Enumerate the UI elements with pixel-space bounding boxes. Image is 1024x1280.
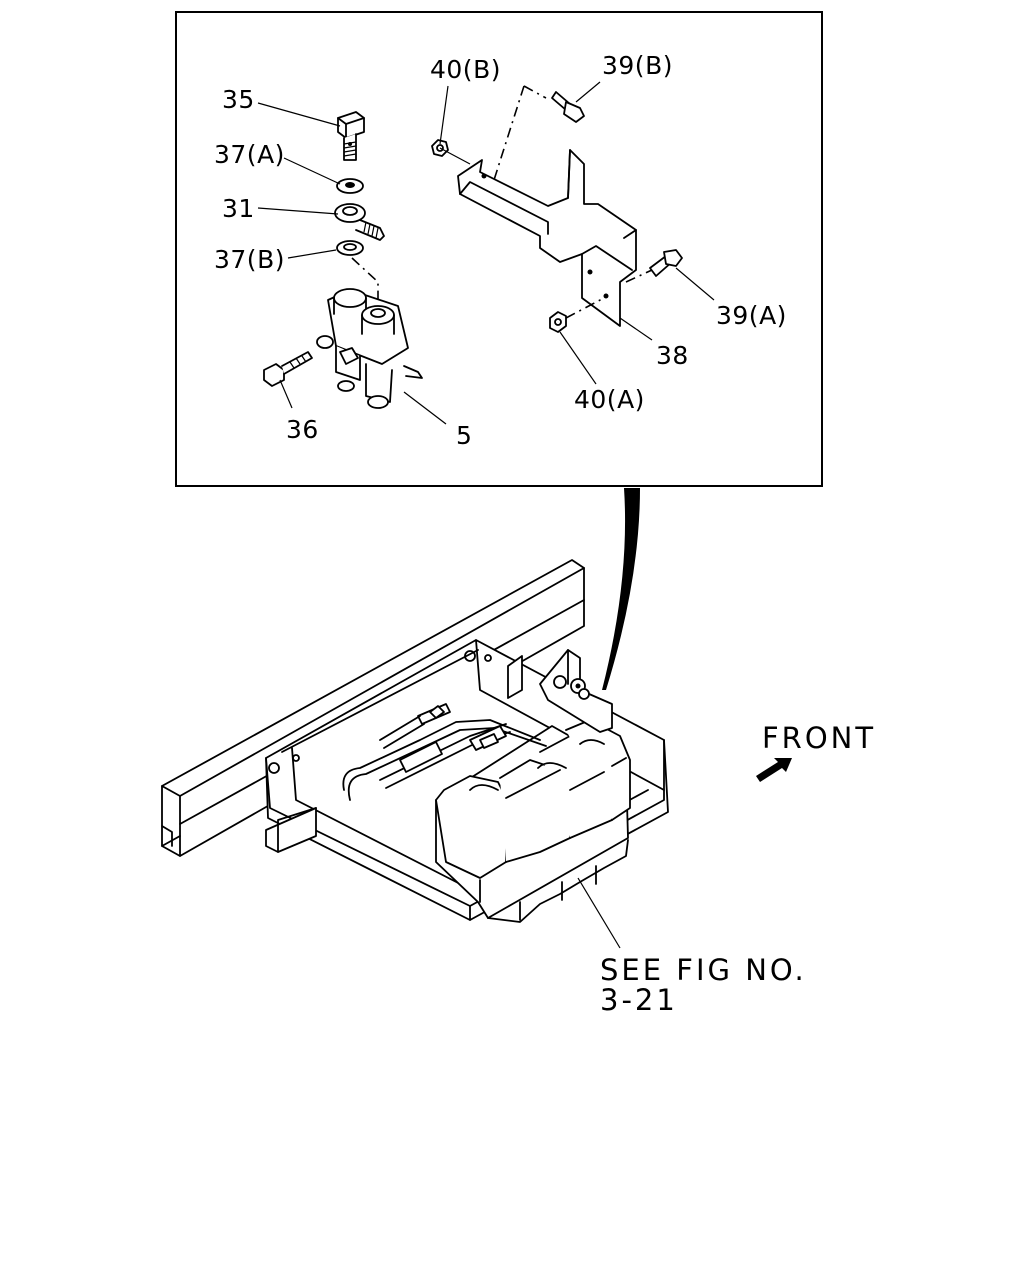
chassis-assembly bbox=[161, 559, 669, 949]
callout-37b: 37(B) bbox=[214, 245, 285, 274]
part-35-bolt bbox=[337, 111, 365, 161]
part-31-union bbox=[334, 203, 385, 241]
callout-35: 35 bbox=[222, 85, 255, 114]
part-39b-bolt bbox=[551, 91, 585, 123]
battery-block bbox=[435, 719, 631, 923]
front-label: FRONT bbox=[762, 721, 876, 755]
callout-39b: 39(B) bbox=[602, 51, 673, 80]
callout-36: 36 bbox=[286, 415, 319, 444]
callout-5: 5 bbox=[456, 421, 472, 450]
inset-frame bbox=[175, 11, 823, 487]
part-37b-washer bbox=[336, 240, 364, 256]
see-fig-line1: SEE FIG NO. bbox=[600, 953, 807, 987]
valve-mount-location bbox=[507, 649, 613, 733]
part-38-bracket bbox=[457, 149, 637, 327]
part-5-valve bbox=[316, 288, 423, 409]
detail-inset: 35 37(A) 31 37(B) 36 5 40(B) 39(B) 39(A)… bbox=[175, 11, 823, 487]
callout-39a: 39(A) bbox=[716, 301, 787, 330]
see-fig-line2: 3-21 bbox=[600, 983, 678, 1017]
see-fig-note: SEE FIG NO. 3-21 bbox=[600, 953, 807, 1017]
battery-cables bbox=[342, 703, 547, 801]
part-37a-washer bbox=[336, 178, 364, 194]
arrow-right-icon bbox=[756, 758, 792, 782]
callout-37a: 37(A) bbox=[214, 140, 285, 169]
callout-40a: 40(A) bbox=[574, 385, 645, 414]
inset-pointer bbox=[602, 488, 640, 690]
front-indicator: FRONT bbox=[756, 721, 876, 782]
part-36-bolt bbox=[263, 351, 313, 387]
part-40a-nut bbox=[549, 311, 567, 333]
leader-lines bbox=[257, 81, 715, 425]
part-39a-bolt bbox=[649, 249, 683, 277]
callout-40b: 40(B) bbox=[430, 55, 501, 84]
callout-38: 38 bbox=[656, 341, 689, 370]
callout-31: 31 bbox=[222, 194, 255, 223]
see-fig-leader bbox=[577, 877, 621, 949]
